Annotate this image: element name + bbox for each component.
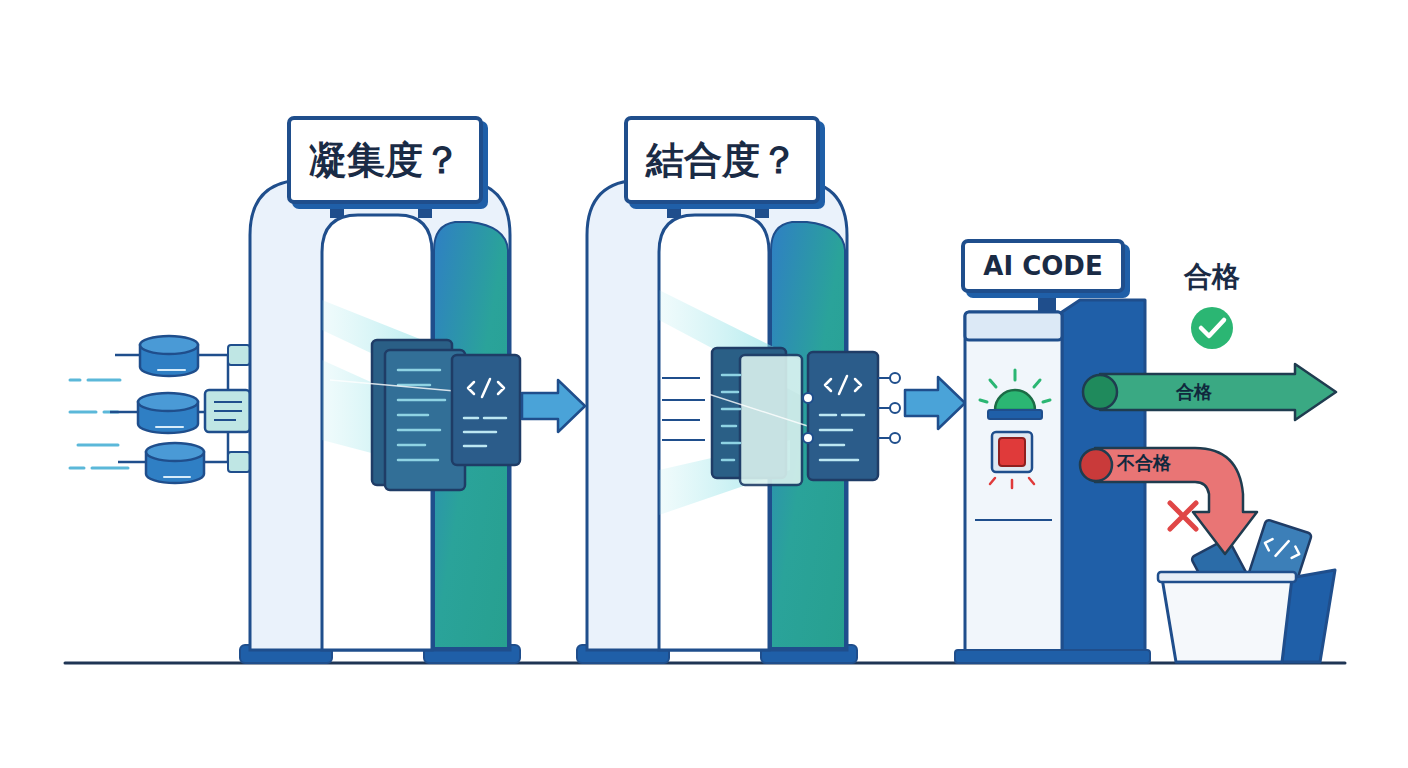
gate-sign: 結合度？	[624, 116, 820, 204]
arrow-shape	[1083, 440, 1263, 558]
arrow-label: 不合格	[1117, 451, 1171, 475]
sign-text: 凝集度？	[309, 135, 461, 186]
sign-text: AI CODE	[983, 251, 1102, 281]
gate-sign: 凝集度？	[287, 116, 483, 204]
sign-text: 結合度？	[646, 135, 798, 186]
fail-arrow: 不合格	[1083, 440, 1263, 558]
arrow-knob	[1080, 449, 1112, 481]
machine-sign: AI CODE	[961, 239, 1125, 293]
pass-arrow: 合格	[1088, 362, 1340, 422]
arrow-body	[1095, 448, 1257, 554]
arrow-knob	[1083, 375, 1117, 409]
arrow-body	[1100, 364, 1336, 420]
arrow-shape	[1088, 362, 1340, 422]
arrow-label: 合格	[1176, 380, 1212, 404]
status-label: 合格	[1184, 258, 1240, 296]
